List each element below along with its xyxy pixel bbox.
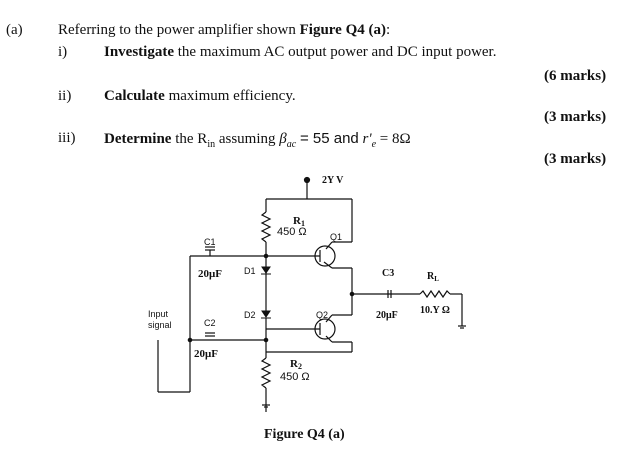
input-label-line1: Input [148,309,169,319]
d2-label: D2 [244,310,256,320]
item-text-iii: Determine the Rin assuming βac = 55 and … [104,130,411,150]
question-intro: Referring to the power amplifier shown F… [58,22,390,39]
c3-value: 20μF [376,310,398,321]
beta-equation: = 55 and [299,130,359,147]
figure-reference: Figure Q4 (a) [299,22,386,38]
q2-label: Q2 [316,310,328,320]
figure-caption: Figure Q4 (a) [264,427,345,442]
r2-resistor [260,357,272,389]
re-equation: = 8Ω [379,131,411,147]
re-symbol: r' [362,131,372,147]
c3-label: C3 [382,268,394,279]
item-verb-iii: Determine [104,131,172,147]
item-rest-ii: maximum efficiency. [168,88,296,104]
r1-value: 450 Ω [277,226,307,238]
supply-label: 2Y V [322,175,344,186]
c1-value: 20μF [198,268,222,280]
rin-prefix: the R [175,131,208,147]
item-text-ii: Calculate maximum efficiency. [104,88,296,105]
item-number-iii: iii) [58,130,76,146]
item-text-i: Investigate the maximum AC output power … [104,44,496,61]
r1-resistor [260,211,272,243]
part-label: (a) [6,22,23,38]
rin-subscript: in [207,139,216,150]
r1-label: R1 [293,215,305,228]
item-number-i: i) [58,44,68,60]
beta-symbol: β [279,131,287,147]
marks-iii: (3 marks) [544,151,607,167]
marks-i: (6 marks) [544,68,607,84]
item-verb-ii: Calculate [104,88,165,104]
supply-terminal [303,176,311,184]
intro-colon: : [385,22,391,38]
assuming-text: assuming [218,131,276,147]
beta-subscript: ac [286,139,297,150]
re-subscript: e [371,139,377,150]
rl-label: RL [427,271,439,283]
item-number-ii: ii) [58,88,72,104]
r2-label: R2 [290,358,302,371]
c2-label: C2 [204,318,216,328]
rl-value: 10.Y Ω [420,305,450,316]
item-rest-i: the maximum AC output power and DC input… [177,44,497,60]
d2-diode [261,310,271,318]
item-verb-i: Investigate [104,44,174,60]
d1-label: D1 [244,266,256,276]
r2-value: 450 Ω [280,371,310,383]
c2-value: 20μF [194,348,218,360]
input-label-line2: signal [148,320,172,330]
rl-resistor [419,289,451,299]
q1-label: Q1 [330,232,342,242]
intro-text: Referring to the power amplifier shown [58,22,296,38]
c1-label: C1 [204,237,216,247]
marks-ii: (3 marks) [544,109,607,125]
d1-diode [261,266,271,274]
